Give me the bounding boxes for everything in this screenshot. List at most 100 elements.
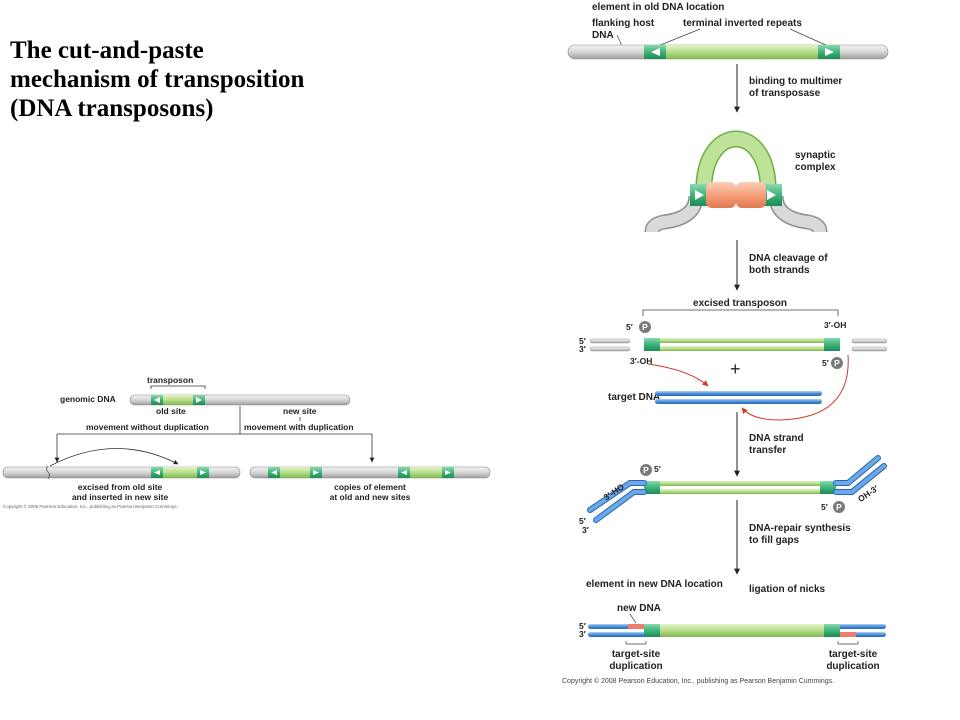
left-transposon (151, 395, 205, 405)
repeat-arrow-icon (445, 470, 451, 475)
target-dna-label: target DNA (608, 392, 660, 403)
synaptic-complex-label-1: synaptic (795, 150, 836, 161)
repeat-arrow-icon (825, 48, 834, 56)
host-left-strand-top (589, 338, 631, 344)
right-copyright: Copyright © 2008 Pearson Education, Inc.… (562, 677, 834, 685)
host-right-strand-bottom (851, 346, 888, 352)
arm-3prime-label: 3′ (582, 525, 589, 535)
left-panel: transposon genomic DNA old site new site… (2, 375, 491, 509)
left-copyright: Copyright © 2008 Pearson Education, Inc.… (3, 503, 178, 509)
cleavage-label-2: both strands (749, 265, 810, 276)
repair-label-2: to fill gaps (749, 535, 799, 546)
strand-transfer-arrow-left (647, 363, 709, 387)
copies-label-2: at old and new sites (330, 492, 411, 502)
host-left-3prime: 3′ (579, 344, 586, 354)
old-location-transposon (644, 45, 840, 59)
result-right-transposon-2 (398, 467, 454, 478)
phosphate-circle (640, 464, 652, 476)
tsd-right-label-1: target-site (829, 649, 878, 660)
phosphate-label: P (834, 358, 840, 368)
transfer-5prime-left: 5′ (654, 464, 661, 474)
transposon-bracket (150, 385, 206, 389)
result-left-transposon (151, 467, 209, 478)
excised-3oh-left: 3′-OH (630, 356, 652, 366)
excised-label-2: and inserted in new site (72, 492, 169, 502)
repeat-arrow-icon (196, 397, 202, 403)
target-arm-right2 (834, 464, 886, 494)
new-dna-fill-left (628, 624, 644, 629)
excised-5prime-left: 5′ (626, 322, 633, 332)
flanking-host-label-2: DNA (592, 30, 614, 41)
binding-label-1: binding to multimer (749, 76, 842, 87)
tsd-left-label-1: target-site (612, 649, 661, 660)
tsd-bracket-left (625, 641, 647, 645)
excised-repeat-right (824, 338, 840, 351)
target-strand-bottom (655, 399, 822, 404)
host-left-strand-bottom (589, 346, 631, 352)
page-title: The cut-and-paste mechanism of transposi… (10, 37, 305, 122)
synaptic-flank-right (770, 195, 826, 233)
transposon-label: transposon (147, 375, 193, 385)
repair-label-1: DNA-repair synthesis (749, 523, 851, 534)
target-arm-right (834, 456, 880, 485)
new-dna-fill-right (840, 632, 856, 637)
excised-strand-bottom (644, 346, 840, 351)
cleavage-label-1: DNA cleavage of (749, 253, 828, 264)
flanking-host-label-1: flanking host (592, 18, 655, 29)
excised-label-1: excised from old site (78, 482, 163, 492)
new-5prime-label: 5′ (579, 621, 586, 631)
element-new-location-label: element in new DNA location (586, 579, 723, 590)
repeat-arrow-icon (767, 190, 776, 200)
transposase-left (706, 182, 736, 208)
tsd-bracket-right (837, 641, 859, 645)
target-arm-left (588, 481, 646, 512)
new-dna-pointer (629, 613, 637, 624)
phosphate-circle (639, 321, 651, 333)
tsd-left-label-2: duplication (609, 661, 662, 672)
repeat-arrow-icon (651, 48, 660, 56)
repeat-arrow-icon (401, 470, 407, 475)
new-dna-label: new DNA (617, 603, 661, 614)
element-old-location-label: element in old DNA location (592, 2, 724, 13)
new-transposon (644, 624, 840, 637)
excised-5prime-right: 5′ (822, 358, 829, 368)
plus-sign: + (730, 359, 741, 379)
binding-label-2: of transposase (749, 88, 821, 99)
synaptic-flank-left (646, 195, 702, 233)
movement-with-duplication-label: movement with duplication (244, 422, 354, 432)
excised-bracket (642, 309, 839, 316)
jump-arrow (49, 448, 179, 467)
synaptic-loop (696, 132, 776, 197)
target-strand-top (655, 391, 822, 396)
tsd-right-label-2: duplication (826, 661, 879, 672)
synaptic-complex-label-2: complex (795, 162, 836, 173)
repeat-pointer-right (789, 28, 829, 47)
repeat-arrow-icon (271, 470, 277, 475)
transfer-repeat-right (820, 481, 836, 494)
phosphate-label: P (836, 502, 842, 512)
genomic-dna-label: genomic DNA (60, 394, 116, 404)
strand-transfer-label-2: transfer (749, 445, 786, 456)
transposase-right (736, 182, 766, 208)
repeat-arrow-icon (695, 190, 704, 200)
repeat-arrow-icon (200, 470, 206, 475)
strand-transfer-label-1: DNA strand (749, 433, 804, 444)
target-arm-left2 (594, 490, 646, 522)
result-right-transposon-1 (268, 467, 322, 478)
phosphate-label: P (642, 322, 648, 332)
transfer-strand-top (644, 481, 836, 486)
repeat-arrow-icon (313, 470, 319, 475)
excision-gap-mark (46, 465, 50, 480)
phosphate-circle (833, 501, 845, 513)
new-site-label: new site (283, 406, 317, 416)
copies-label-1: copies of element (334, 482, 406, 492)
repeat-arrow-icon (154, 470, 160, 475)
excised-transposon-label: excised transposon (693, 298, 787, 309)
ligation-label: ligation of nicks (749, 584, 826, 595)
terminal-inverted-repeats-label: terminal inverted repeats (683, 18, 802, 29)
transfer-strand-bottom (644, 489, 836, 494)
repeat-arrow-icon (154, 397, 160, 403)
transfer-5prime-right: 5′ (821, 502, 828, 512)
host-right-strand-top (851, 338, 888, 344)
